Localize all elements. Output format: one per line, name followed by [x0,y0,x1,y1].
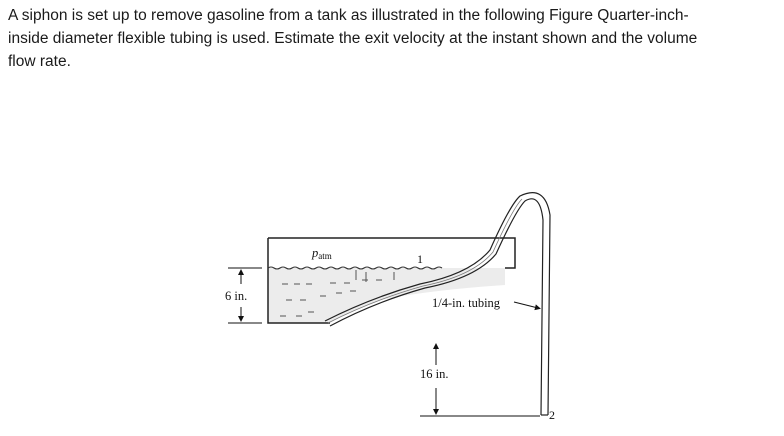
drop-dimension [420,343,540,417]
gasoline-liquid [268,268,505,323]
p-atm-label: patm [311,246,332,261]
p-atm-sub: atm [318,251,332,261]
liquid-surface [267,266,443,270]
tank-outline [267,237,516,324]
problem-line-3: flow rate. [8,53,71,70]
point-2-label: 2 [549,408,555,422]
liquid-dashes [280,270,395,317]
depth-label: 6 in. [225,289,247,303]
depth-dimension [228,267,262,324]
p-atm-main: p [311,246,318,260]
problem-statement: A siphon is set up to remove gasoline fr… [8,4,778,73]
drop-label: 16 in. [420,367,448,381]
tubing-label: 1/4-in. tubing [432,296,501,310]
problem-line-1: A siphon is set up to remove gasoline fr… [8,7,689,24]
siphon-tubing [324,192,551,416]
point-1-label: 1 [417,252,423,266]
tubing-arrow [513,301,541,311]
problem-line-2: inside diameter flexible tubing is used.… [8,30,698,47]
